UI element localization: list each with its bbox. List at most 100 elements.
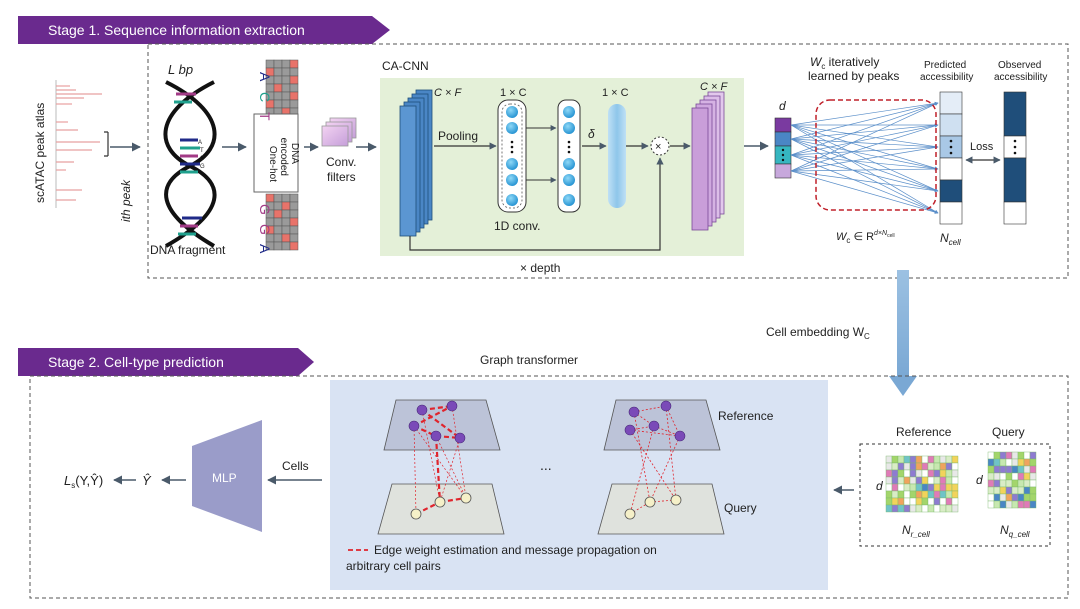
- peak-label: ith peak: [119, 179, 133, 222]
- onehot-base-top-2: C: [257, 92, 273, 102]
- matrix-cell: [951, 469, 959, 478]
- graph-layer-1: [377, 399, 505, 535]
- onehot-cell: [273, 83, 283, 93]
- onehot-base-top-1: T: [257, 112, 273, 121]
- onehot-cell: [289, 201, 299, 211]
- matrix-cell: [1023, 458, 1031, 467]
- matrix-cell: [903, 462, 911, 471]
- matrix-cell: [897, 497, 905, 506]
- legend-text-2: arbitrary cell pairs: [346, 559, 441, 573]
- matrix-cell: [1029, 479, 1037, 488]
- matrix-cell: [1023, 479, 1031, 488]
- matrix-cell: [885, 476, 893, 485]
- matrix-cell: [933, 490, 941, 499]
- d-label: d: [779, 99, 786, 113]
- matrix-cell: [939, 483, 947, 492]
- predicted-label-1: Predicted: [924, 60, 966, 71]
- onehot-base-bottom-3: G: [257, 204, 273, 215]
- wc-connections: [790, 101, 939, 214]
- onehot-cell: [289, 217, 299, 227]
- matrix-cell: [903, 497, 911, 506]
- onehot-text-1: One-hot: [267, 146, 278, 182]
- matrix-cell: [915, 476, 923, 485]
- cxf-right-label: C × F: [700, 81, 728, 93]
- matrix-cell: [1017, 458, 1025, 467]
- matrix-cell: [987, 479, 995, 488]
- matrix-cell: [987, 472, 995, 481]
- matrix-cell: [1005, 479, 1013, 488]
- onehot-cell: [273, 99, 283, 109]
- matrix-cell: [933, 497, 941, 506]
- matrix-cell: [1011, 472, 1019, 481]
- helix-base-t: T: [200, 148, 204, 154]
- matrix-cell: [1005, 472, 1013, 481]
- multiply-symbol: ×: [655, 141, 661, 153]
- matrix-cell: [933, 504, 941, 513]
- onehot-cell: [273, 59, 283, 69]
- matrix-cell: [921, 455, 929, 464]
- matrix-cell: [903, 504, 911, 513]
- matrix-cell: [951, 483, 959, 492]
- onehot-encoding: One-hot encoded DNA T C A A G G: [253, 59, 300, 254]
- matrix-cell: [1023, 493, 1031, 502]
- matrix-cell: [951, 504, 959, 513]
- matrix-cell: [921, 504, 929, 513]
- onehot-cell: [281, 225, 291, 235]
- onehot-cell: [281, 59, 291, 69]
- ncell-label: Ncell: [940, 231, 961, 247]
- matrix-cell: [885, 497, 893, 506]
- matrix-cell: [951, 455, 959, 464]
- wc-connection: [790, 124, 939, 149]
- matrix-cell: [885, 469, 893, 478]
- cxf-purple-stack: [691, 91, 725, 231]
- onehot-base-bottom-1: A: [257, 244, 273, 254]
- wc-connection: [790, 170, 939, 214]
- conv-filters: Conv. filters: [304, 117, 377, 184]
- matrix-cell: [891, 490, 899, 499]
- matrix-cell: [1023, 500, 1031, 509]
- graph-layer-2: [597, 399, 725, 535]
- matrix-cell: [909, 483, 917, 492]
- predicted-label-2: accessibility: [920, 72, 973, 83]
- matrix-cell: [993, 451, 1001, 460]
- onehot-cell: [273, 193, 283, 203]
- dna-helix: L bp A T C G DNA fragment: [150, 62, 247, 257]
- matrix-cell: [921, 497, 929, 506]
- onehot-cell: [289, 225, 299, 235]
- onehot-cell: [273, 217, 283, 227]
- matrix-cell: [993, 493, 1001, 502]
- nr-cell-label: Nr_cell: [902, 523, 930, 539]
- matrix-cell: [891, 497, 899, 506]
- reference-matrix: [885, 455, 959, 513]
- nq-cell-label: Nq_cell: [1000, 523, 1030, 539]
- wc-connection: [790, 102, 939, 156]
- matrix-cell: [909, 504, 917, 513]
- matrix-cell: [927, 469, 935, 478]
- onehot-cell: [289, 91, 299, 101]
- query-matrix: [987, 451, 1037, 509]
- cells-label: Cells: [282, 459, 309, 473]
- matrix-cell: [939, 497, 947, 506]
- onehot-cell: [273, 209, 283, 219]
- matrix-cell: [927, 490, 935, 499]
- matrix-cell: [1029, 500, 1037, 509]
- onehot-cell: [281, 99, 291, 109]
- matrix-cell: [999, 465, 1007, 474]
- wc-connection: [790, 124, 939, 192]
- matrix-cell: [939, 476, 947, 485]
- matrix-cell: [897, 483, 905, 492]
- matrix-cell: [921, 476, 929, 485]
- helix-base-a: A: [198, 140, 202, 146]
- stage2-banner: [18, 348, 314, 376]
- matrix-cell: [915, 497, 923, 506]
- matrix-cell: [909, 469, 917, 478]
- matrix-cell: [939, 490, 947, 499]
- lbp-label: L bp: [168, 62, 193, 77]
- conv1d-label: 1D conv.: [494, 219, 540, 233]
- matrix-cell: [939, 462, 947, 471]
- conv-filters-label-1: Conv.: [326, 155, 356, 169]
- matrix-cell: [891, 469, 899, 478]
- onehot-cell: [281, 91, 291, 101]
- matrix-cell: [1005, 493, 1013, 502]
